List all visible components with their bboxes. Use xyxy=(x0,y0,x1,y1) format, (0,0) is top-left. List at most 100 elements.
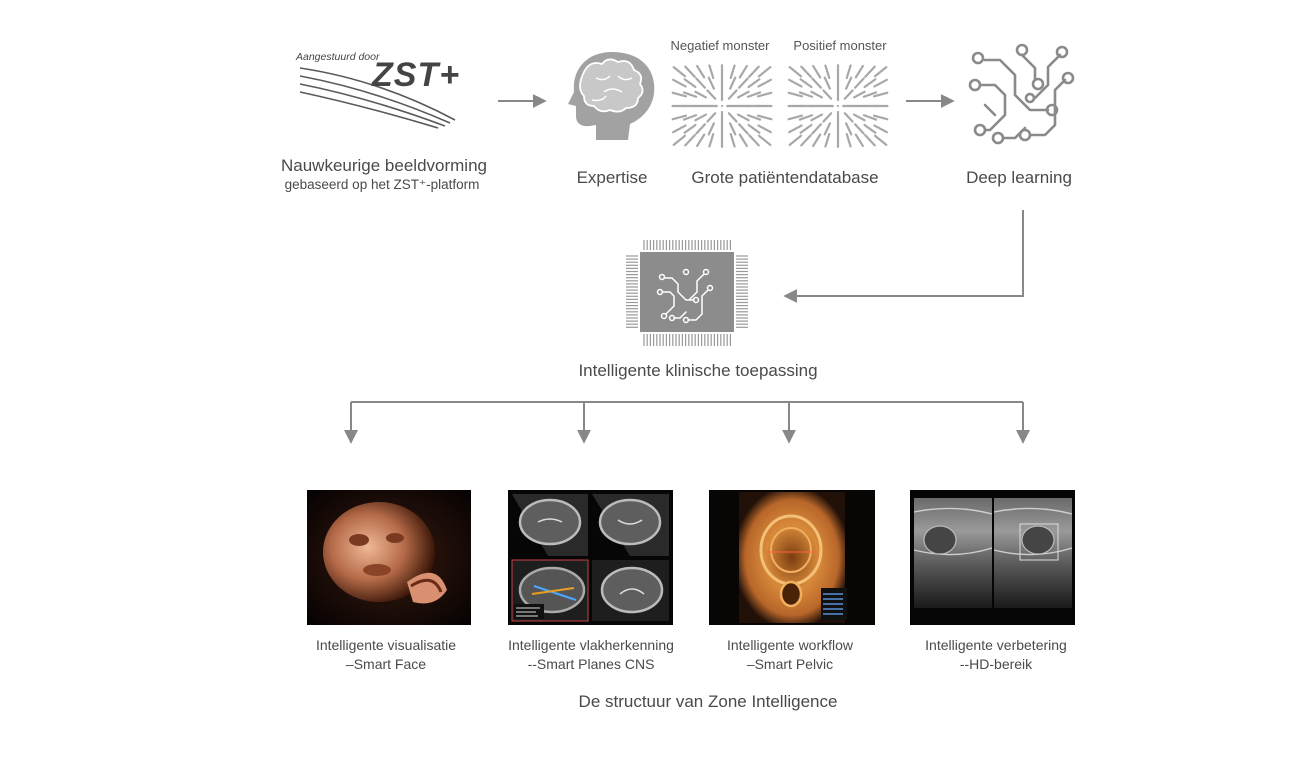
ray-stroke xyxy=(845,64,852,80)
ray-stroke xyxy=(788,78,803,88)
ray-stroke xyxy=(672,134,687,146)
ray-stroke xyxy=(845,132,852,148)
ai-chip-icon xyxy=(626,240,748,346)
application-caption-3: Intelligente workflow –Smart Pelvic xyxy=(727,636,853,674)
ray-stroke xyxy=(863,123,877,134)
positive-sample-label: Positief monster xyxy=(793,38,887,53)
ray-stroke xyxy=(757,124,772,134)
ray-stroke xyxy=(824,64,831,80)
ray-stroke xyxy=(788,66,803,78)
ray-stroke xyxy=(873,78,888,88)
ray-stroke xyxy=(707,122,715,136)
ray-stroke xyxy=(756,114,773,121)
ray-stroke xyxy=(787,91,804,98)
ray-stroke xyxy=(811,123,823,135)
clinical-application-label: Intelligente klinische toepassing xyxy=(578,361,818,380)
application-caption-4: Intelligente verbetering --HD-bereik xyxy=(925,636,1067,674)
ray-stroke xyxy=(736,90,750,99)
smart-face-image xyxy=(307,490,471,625)
ray-stroke xyxy=(695,77,707,89)
ray-stroke xyxy=(696,64,706,79)
ray-stroke xyxy=(727,89,738,100)
ray-stroke xyxy=(727,112,738,123)
ray-stroke xyxy=(682,91,698,98)
negative-sample-label: Negatief monster xyxy=(670,38,770,53)
application-caption-4-line2: --HD-bereik xyxy=(959,656,1033,672)
expertise-label: Expertise xyxy=(576,168,648,187)
ray-stroke xyxy=(798,91,814,98)
ray-stroke xyxy=(843,89,854,100)
imaging-sublabel: gebaseerd op het ZST⁺-platform xyxy=(284,177,480,192)
ray-stroke xyxy=(746,114,762,121)
ray-stroke xyxy=(823,122,831,136)
ray-stroke xyxy=(853,123,865,135)
application-caption-1-line2: –Smart Face xyxy=(345,656,427,672)
ray-stroke xyxy=(684,65,696,78)
ray-stroke xyxy=(672,66,687,78)
ray-stroke xyxy=(748,134,760,147)
deep-learning-label: Deep learning xyxy=(966,168,1072,187)
ray-stroke xyxy=(798,114,814,121)
ray-stroke xyxy=(671,114,688,121)
ray-stroke xyxy=(799,78,813,89)
logo-tagline: Aangestuurd door xyxy=(296,51,380,63)
ray-stroke xyxy=(708,64,715,80)
ray-stroke xyxy=(747,123,761,134)
application-caption-3-line1: Intelligente workflow xyxy=(726,637,854,653)
ray-grid-negative-icon xyxy=(671,64,773,148)
ray-stroke xyxy=(863,78,877,89)
application-caption-3-line2: –Smart Pelvic xyxy=(746,656,834,672)
smart-pelvic-image xyxy=(709,490,875,625)
hd-scope-image xyxy=(910,490,1075,625)
logo-brand: ZST+ xyxy=(372,56,461,94)
ray-stroke xyxy=(812,133,822,148)
ray-stroke xyxy=(810,90,824,99)
ray-stroke xyxy=(788,124,803,134)
ray-stroke xyxy=(683,78,697,89)
ray-stroke xyxy=(737,123,749,135)
ray-stroke xyxy=(729,64,736,80)
ray-stroke xyxy=(854,64,864,79)
application-caption-2: Intelligente vlakherkenning --Smart Plan… xyxy=(508,636,674,674)
imaging-label: Nauwkeurige beeldvorming xyxy=(280,156,488,175)
ray-stroke xyxy=(788,134,803,146)
ray-stroke xyxy=(683,123,697,134)
ray-stroke xyxy=(799,123,813,134)
ray-stroke xyxy=(729,122,737,136)
ray-stroke xyxy=(853,77,865,89)
database-label: Grote patiëntendatabase xyxy=(691,168,879,187)
ray-stroke xyxy=(824,132,831,148)
ray-stroke xyxy=(872,114,889,121)
ray-stroke xyxy=(873,124,888,134)
ray-stroke xyxy=(812,64,822,79)
ray-stroke xyxy=(757,134,772,146)
connector-deep-learning-to-clinical xyxy=(783,210,1024,303)
ray-stroke xyxy=(746,91,762,98)
ray-stroke xyxy=(708,132,715,148)
ray-stroke xyxy=(729,132,736,148)
ray-stroke xyxy=(862,91,878,98)
application-caption-2-line1: Intelligente vlakherkenning xyxy=(508,637,674,653)
ray-stroke xyxy=(695,123,707,135)
ray-stroke xyxy=(706,89,717,100)
ray-stroke xyxy=(671,91,688,98)
diagram-caption: De structuur van Zone Intelligence xyxy=(578,692,838,711)
ray-stroke xyxy=(737,77,749,89)
application-caption-2-line2: --Smart Planes CNS xyxy=(527,656,655,672)
connector-clinical-to-applications xyxy=(344,401,1030,444)
ray-stroke xyxy=(694,113,708,122)
ray-stroke xyxy=(854,133,864,148)
ray-stroke xyxy=(810,113,824,122)
ray-stroke xyxy=(682,114,698,121)
ray-stroke xyxy=(736,113,750,122)
ray-stroke xyxy=(672,78,687,88)
ray-stroke xyxy=(707,76,715,90)
ray-stroke xyxy=(756,91,773,98)
ray-stroke xyxy=(822,89,833,100)
ray-stroke xyxy=(748,65,760,78)
ray-stroke xyxy=(787,114,804,121)
application-caption-4-line1: Intelligente verbetering xyxy=(925,637,1067,653)
ray-stroke xyxy=(843,112,854,123)
ray-stroke xyxy=(800,65,812,78)
